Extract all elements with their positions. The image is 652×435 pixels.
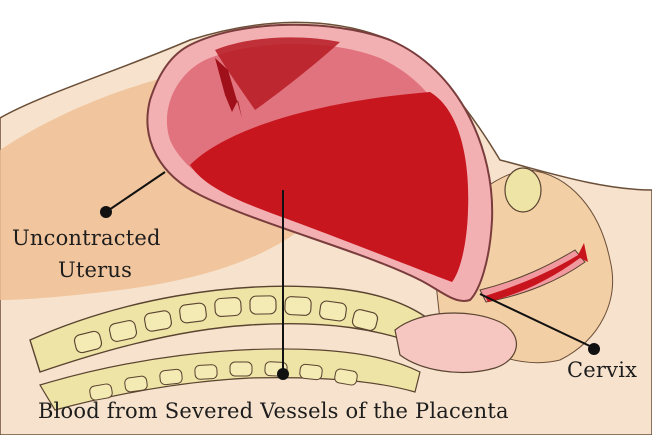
- pubic-bone: [505, 168, 541, 212]
- label-blood-from-vessels: Blood from Severed Vessels of the Placen…: [38, 399, 509, 423]
- label-cervix: Cervix: [567, 358, 637, 382]
- leader-dot-blood: [277, 368, 289, 380]
- leader-dot-cervix: [588, 343, 600, 355]
- leader-dot-uterus: [100, 206, 112, 218]
- label-uterus: Uterus: [58, 258, 132, 282]
- label-uncontracted: Uncontracted: [12, 226, 161, 250]
